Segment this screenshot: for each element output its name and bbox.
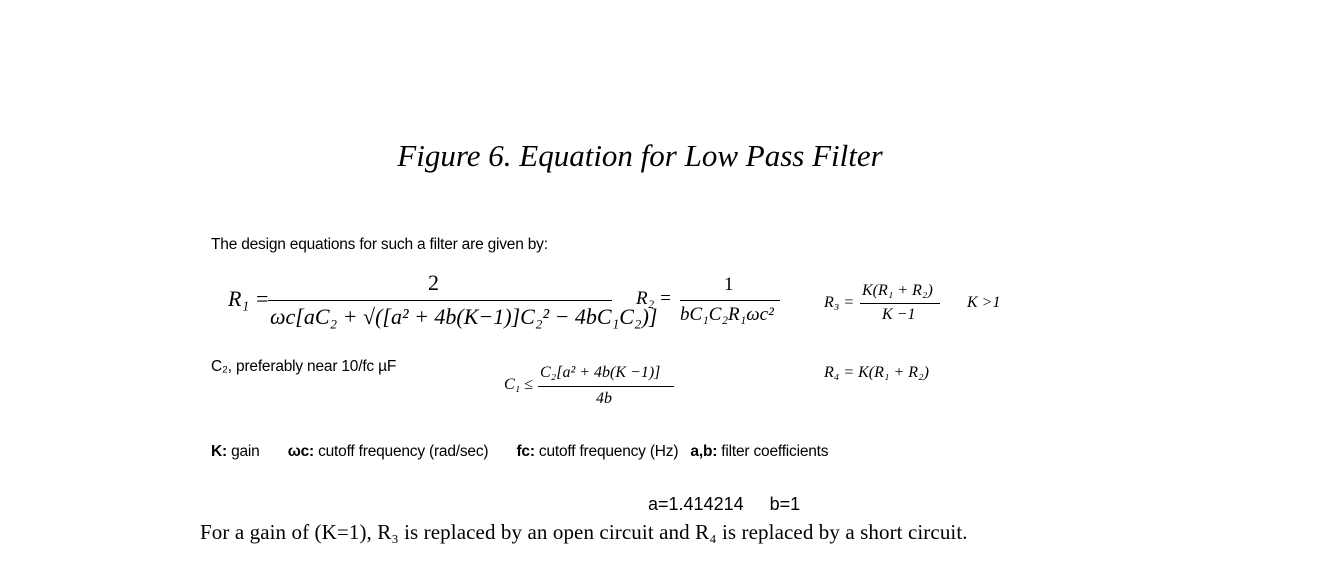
equation-r3-denominator: K −1 [882, 306, 916, 323]
equation-c1-numerator: C₂[a² + 4b(K −1)] [540, 364, 661, 381]
fraction-bar [860, 303, 940, 304]
legend-text: filter coefficients [717, 443, 829, 460]
equation-r2-numerator: 1 [724, 274, 734, 295]
equation-r1-denominator: ωc[aC₂ + √([a² + 4b(K−1)]C₂² − 4bC₁C₂)] [270, 304, 658, 329]
legend-symbol: ωc: [287, 443, 314, 460]
legend-symbol: a,b: [690, 443, 718, 460]
equation-r2-denominator: bC₁C₂R₁ωc² [680, 304, 774, 325]
equation-r1-lhs: R₁ = [228, 286, 270, 311]
fraction-bar [538, 386, 674, 387]
legend-symbol: fc: [516, 443, 535, 460]
equation-c1: C₁ ≤ C₂[a² + 4b(K −1)] 4b [504, 364, 684, 412]
equation-r1-numerator: 2 [428, 270, 439, 295]
legend-item-coefficients: a,b: filter coefficients [690, 443, 828, 460]
fraction-bar [680, 300, 780, 301]
coefficient-a: a=1.414214 [648, 494, 744, 514]
equation-r2: R₂ = 1 bC₁C₂R₁ωc² [636, 274, 786, 338]
equation-r3: R₃ = K(R₁ + R₂) K −1 [824, 282, 954, 328]
legend-text: cutoff frequency (Hz) [534, 443, 679, 460]
legend-item-omega: ωc: cutoff frequency (rad/sec) [288, 443, 489, 460]
legend-symbol: K: [211, 443, 227, 460]
intro-text: The design equations for such a filter a… [211, 236, 548, 253]
symbol-legend: K: gain ωc: cutoff frequency (rad/sec) f… [211, 443, 852, 461]
equation-c1-denominator: 4b [596, 390, 612, 407]
c2-note: C₂, preferably near 10/fc µF [211, 358, 397, 375]
equation-c1-lhs: C₁ ≤ [504, 376, 534, 393]
figure-title: Figure 6. Equation for Low Pass Filter [397, 138, 883, 173]
equation-r3-lhs: R₃ = [824, 294, 855, 311]
coefficient-values: a=1.414214 b=1 [648, 494, 800, 515]
equation-r2-lhs: R₂ = [636, 288, 672, 309]
gain-note: For a gain of (K=1), R₃ is replaced by a… [200, 520, 968, 544]
equation-r4: R₄ = K(R₁ + R₂) [824, 364, 929, 381]
fraction-bar [268, 300, 612, 301]
legend-item-gain: K: gain [211, 443, 260, 460]
legend-text: gain [226, 443, 260, 460]
k-condition: K >1 [967, 294, 1001, 311]
legend-item-fc: fc: cutoff frequency (Hz) [516, 443, 678, 460]
coefficient-b: b=1 [769, 494, 801, 514]
equation-r3-numerator: K(R₁ + R₂) [862, 282, 933, 299]
equation-r1: R₁ = 2 ωc[aC₂ + √([a² + 4b(K−1)]C₂² − 4b… [228, 268, 657, 342]
legend-text: cutoff frequency (rad/sec) [313, 443, 489, 460]
